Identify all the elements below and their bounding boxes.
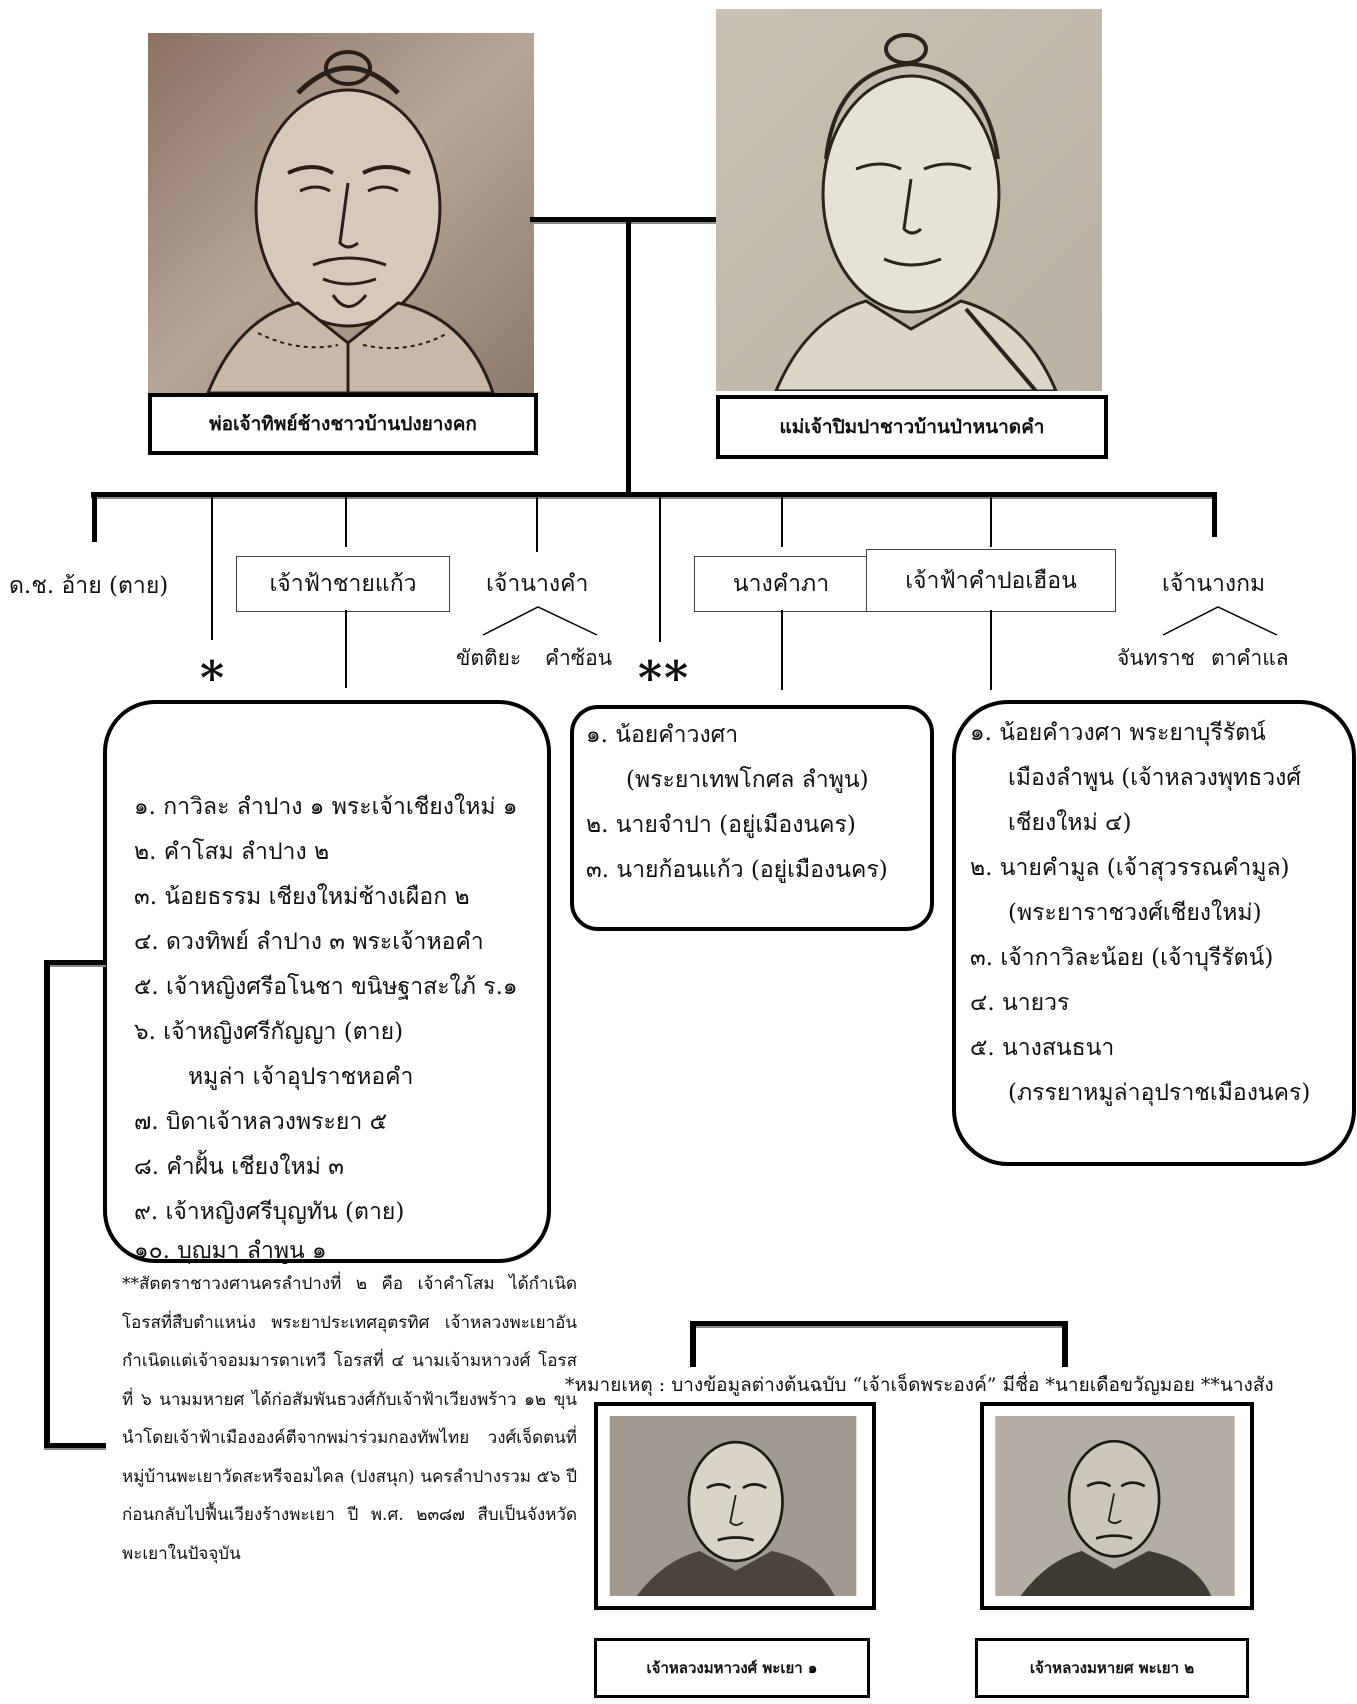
child-star-1: * [200,651,225,705]
nangkham-fan-lines [482,606,598,636]
list-item: ๗. บิดาเจ้าหลวงพระยา ๕ [134,1109,387,1135]
list-item: ๔. นายวร [970,990,1070,1016]
drop-line [659,492,661,642]
child-star-2: ** [638,651,691,705]
list-item: (ภรรยาหมูล่าอุปราชเมืองนคร) [1008,1080,1311,1106]
khampha-children-box [570,705,934,931]
list-item: ๑. น้อยคำวงศา [586,722,739,748]
list-item: ๒. นายคำมูล (เจ้าสุวรรณคำมูล) [970,855,1290,881]
drop-line [211,492,213,640]
list-item: ๒. คำโสม ลำปาง ๒ [134,839,330,865]
nangkom-child-2: ตาคำแล [1211,646,1289,670]
drop-line [781,610,783,690]
remark-text: *หมายเหตุ : บางข้อมูลต่างต้นฉบับ “เจ้าเจ… [565,1374,1274,1396]
child-nangkom: เจ้านางกม [1162,571,1266,597]
list-item: ๕. นางสนธนา [970,1035,1115,1061]
child-khampoheuan-box: เจ้าฟ้าคำปอเฮือน [866,549,1116,612]
nangkham-child-2: คำซ้อน [545,646,613,670]
father-portrait [148,33,534,393]
list-item: ๒. นายจำปา (อยู่เมืองนคร) [586,812,856,838]
drop-line [990,610,992,690]
child-nangkham: เจ้านางคำ [486,571,589,597]
list-item: เชียงใหม่ ๔) [1008,810,1132,836]
list-item: ๑. กาวิละ ลำปาง ๑ พระเจ้าเชียงใหม่ ๑ [134,794,518,820]
phayao-portrait-frame-1 [594,1402,876,1610]
woman-portrait-drawing-icon [716,9,1102,391]
drop-line [345,610,347,688]
list-item: ๙. เจ้าหญิงศรีบุญทัน (ตาย) [134,1199,405,1225]
list-item: เมืองลำพูน (เจ้าหลวงพุทธวงศ์ [1008,765,1302,791]
left-bracket-bottom [44,1443,106,1448]
child-ai: ด.ช. อ้าย (ตาย) [9,573,169,599]
khampoheuan-children-list: ๑. น้อยคำวงศา พระยาบุรีรัตน์ เมืองลำพูน … [970,711,1310,1116]
list-item: ๑๐. บุญมา ลำพูน ๑ [134,1238,327,1264]
phayao-name-1: เจ้าหลวงมหาวงศ์ พะเยา ๑ [594,1638,870,1698]
mother-portrait [716,9,1102,391]
father-name-box: พ่อเจ้าทิพย์ช้างชาวบ้านปงยางคก [148,393,538,455]
footnote-paragraph: **สัตตราชาวงศานครลำปางที่ ๒ คือ เจ้าคำโส… [122,1274,577,1564]
list-item: ๓. นายก้อนแก้ว (อยู่เมืองนคร) [586,857,888,883]
nangkom-fan-lines [1162,606,1278,636]
khampoheuan-children-box [952,700,1356,1166]
mother-name-box: แม่เจ้าปิมปาชาวบ้านป่าหนาดคำ [716,395,1108,459]
nangkham-child-1: ขัตติยะ [456,646,522,670]
list-item: (พระยาเทพโกศล ลำพูน) [626,767,869,793]
drop-line [536,492,538,552]
man-portrait-photo-icon [609,1416,857,1596]
khampha-children-list: ๑. น้อยคำวงศา (พระยาเทพโกศล ลำพูน) ๒. นา… [586,713,888,893]
drop-line [990,492,992,547]
chaikaew-children-list: ๑. กาวิละ ลำปาง ๑ พระเจ้าเชียงใหม่ ๑ ๒. … [134,785,518,1274]
phayao-name-2: เจ้าหลวงมหายศ พะเยา ๒ [975,1638,1249,1698]
list-item: ๕. เจ้าหญิงศรีอโนชา ขนิษฐาสะใภ้ ร.๑ [134,974,518,1000]
list-item: (พระยาราชวงศ์เชียงใหม่) [1008,900,1262,926]
drop-line [345,492,347,547]
list-item: ๑. น้อยคำวงศา พระยาบุรีรัตน์ [970,720,1266,746]
chaikaew-children-box [103,700,551,1263]
list-item: ๓. เจ้ากาวิละน้อย (เจ้าบุรีรัตน์) [970,945,1274,971]
drop-line [92,492,97,542]
left-bracket-top [44,960,106,965]
phayao-bar [690,1321,1066,1326]
drop-line [1212,492,1217,537]
phayao-portrait-frame-2 [980,1402,1254,1610]
man-portrait-drawing-icon [148,33,534,393]
list-item: ๔. ดวงทิพย์ ลำปาง ๓ พระเจ้าหอคำ [134,929,484,955]
descent-line [626,222,631,494]
drop-line [781,492,783,547]
list-item: ๓. น้อยธรรม เชียงใหม่ช้างเผือก ๒ [134,884,470,910]
child-chaikaew-box: เจ้าฟ้าชายแก้ว [236,556,450,612]
list-item: ๘. คำฝั้น เชียงใหม่ ๓ [134,1154,344,1180]
phayao-drop-left [690,1321,696,1367]
child-khampha-box: นางคำภา [694,556,868,612]
children-bar [91,492,1217,497]
left-bracket-vertical [44,960,50,1448]
phayao-drop-right [1062,1321,1068,1367]
marriage-line [530,217,716,222]
man-portrait-photo-icon [995,1416,1235,1596]
list-item: ๖. เจ้าหญิงศรีกัญญา (ตาย) [134,1019,404,1045]
list-item: หมูล่า เจ้าอุปราชหอคำ [188,1064,414,1090]
nangkom-child-1: จันทราช [1117,646,1195,670]
